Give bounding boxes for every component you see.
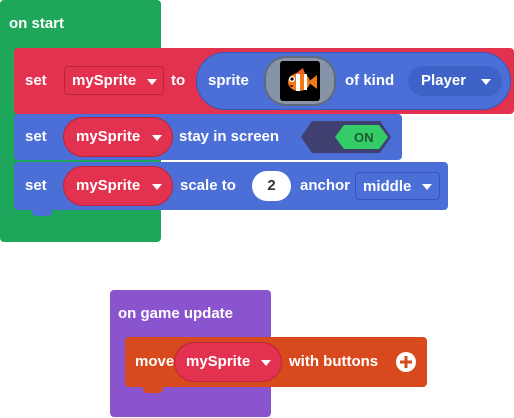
sprite-image-picker[interactable] xyxy=(264,56,336,106)
anchor-dropdown[interactable]: middle xyxy=(355,172,440,200)
chevron-down-icon xyxy=(152,135,162,141)
chevron-down-icon xyxy=(152,184,162,190)
kind-dropdown[interactable]: Player xyxy=(408,66,502,96)
variable-dropdown[interactable]: mySprite xyxy=(64,66,164,95)
plus-circle-icon[interactable] xyxy=(395,351,417,373)
set-label: set xyxy=(25,177,47,194)
move-label: move xyxy=(135,353,175,370)
block-notch xyxy=(143,386,163,393)
anchor-label: anchor xyxy=(300,177,351,194)
chevron-down-icon xyxy=(147,79,157,85)
move-with-buttons-block[interactable]: move mySprite with buttons xyxy=(125,337,427,387)
on-off-toggle[interactable] xyxy=(300,120,392,154)
set-label: set xyxy=(25,72,47,89)
variable-name: mySprite xyxy=(76,128,141,145)
sprite-of-kind-reporter[interactable]: sprite of kind Player xyxy=(196,52,511,110)
clownfish-sprite-icon xyxy=(288,68,317,91)
of-kind-label: of kind xyxy=(345,72,395,89)
variable-dropdown[interactable]: mySprite xyxy=(174,342,282,382)
variable-name: mySprite xyxy=(76,177,141,194)
stay-in-screen-label: stay in screen xyxy=(179,128,280,145)
scale-to-label: scale to xyxy=(180,177,236,194)
on-game-update-label: on game update xyxy=(118,305,234,322)
with-buttons-label: with buttons xyxy=(289,353,379,370)
to-label: to xyxy=(171,72,186,89)
sprite-label: sprite xyxy=(208,72,249,89)
on-start-label: on start xyxy=(9,15,65,32)
variable-name: mySprite xyxy=(186,353,251,370)
scale-value: 2 xyxy=(267,177,276,194)
stay-in-screen-block[interactable]: set mySprite stay in screen ON xyxy=(14,114,402,160)
variable-name: mySprite xyxy=(72,72,137,89)
chevron-down-icon xyxy=(261,360,271,366)
scale-value-input[interactable]: 2 xyxy=(252,171,291,201)
set-sprite-block[interactable]: set mySprite to sprite of kind xyxy=(14,48,514,114)
set-label: set xyxy=(25,128,47,145)
kind-value: Player xyxy=(421,72,467,89)
variable-dropdown[interactable]: mySprite xyxy=(63,117,173,157)
anchor-value: middle xyxy=(363,178,412,195)
variable-dropdown[interactable]: mySprite xyxy=(63,166,173,206)
chevron-down-icon xyxy=(422,184,432,190)
block-notch xyxy=(32,209,52,216)
toggle-value: ON xyxy=(354,130,374,145)
scale-block[interactable]: set mySprite scale to 2 anchor middle xyxy=(14,162,448,210)
chevron-down-icon xyxy=(481,79,491,85)
